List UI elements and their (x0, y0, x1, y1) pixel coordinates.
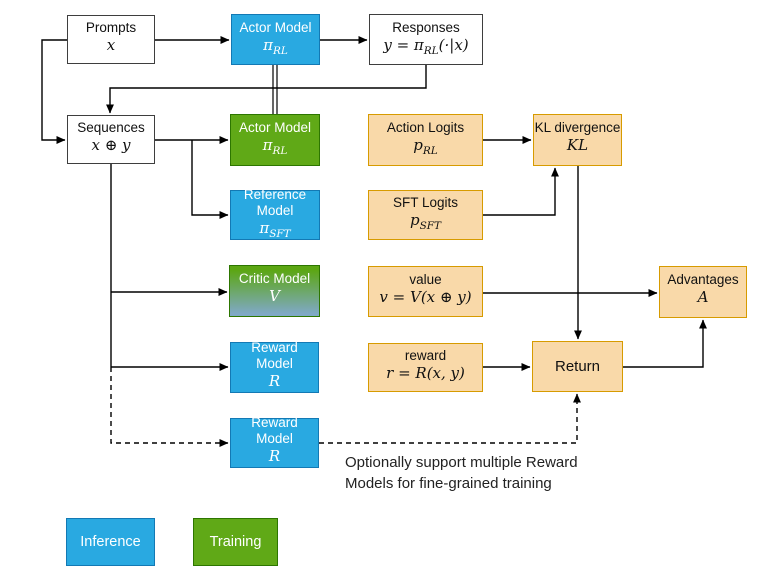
node-label: Actor Model (239, 19, 312, 35)
node-label: Responses (392, 19, 460, 35)
node-kl-divergence: KL divergence KL (533, 114, 622, 166)
node-action-logits: Action Logits pRL (368, 114, 483, 166)
node-reward-model-optional: Reward Model R (230, 415, 319, 468)
node-math: πSFT (259, 219, 291, 240)
node-critic-model: Critic Model V (229, 265, 320, 317)
node-reward: reward r = R(x, y) (368, 343, 483, 392)
node-label: reward (404, 347, 447, 363)
edge-responses-to-sequences (105, 65, 427, 114)
node-label: Reference Model (243, 187, 307, 218)
node-label: Critic Model (238, 271, 311, 286)
node-math: x ⊕ y (91, 135, 131, 154)
node-math: y = πRL(·|x) (383, 35, 469, 57)
annotation-note: Optionally support multiple Reward Model… (345, 454, 578, 492)
node-responses: Responses y = πRL(·|x) (369, 14, 483, 65)
edge-sequences-to-reference (191, 140, 229, 220)
node-label: Prompts (85, 19, 137, 35)
node-reward-model: Reward Model R (230, 339, 319, 393)
node-math: r = R(x, y) (386, 363, 465, 382)
node-math: pSFT (409, 211, 442, 232)
node-math: A (697, 288, 709, 306)
node-label: Sequences (77, 119, 145, 135)
node-prompts: Prompts x (67, 15, 155, 64)
node-math: R (268, 371, 281, 390)
legend-label: Training (209, 534, 262, 550)
node-label: Action Logits (386, 120, 465, 135)
node-math: πRL (262, 136, 288, 157)
edge-prompts-loop-to-sequences (41, 39, 67, 145)
node-math: πRL (263, 35, 288, 57)
node-value: value v = V(x ⊕ y) (368, 266, 483, 317)
node-math: R (268, 447, 281, 465)
legend-training: Training (193, 518, 278, 566)
node-return: Return (532, 341, 623, 392)
node-actor-model-training: Actor Model πRL (230, 114, 320, 166)
node-math: pRL (413, 136, 438, 157)
node-label: Reward Model (251, 415, 298, 446)
node-label: Actor Model (238, 120, 312, 135)
node-sequences: Sequences x ⊕ y (67, 115, 155, 164)
node-label: Return (554, 357, 601, 375)
node-math: V (269, 287, 280, 305)
legend-label: Inference (80, 534, 141, 550)
edge-dashed-to-optional-reward-model (110, 367, 229, 448)
node-advantages: Advantages A (659, 266, 747, 318)
node-sft-logits: SFT Logits pSFT (368, 190, 483, 240)
edge-sft-logits-to-kl (483, 167, 560, 216)
node-actor-model-inference: Actor Model πRL (231, 14, 320, 65)
node-label: KL divergence (534, 120, 621, 135)
edge-dashed-optional-to-return (319, 393, 582, 444)
node-label: SFT Logits (392, 195, 459, 210)
node-label: Advantages (667, 272, 739, 287)
node-label: value (409, 271, 442, 287)
node-label: Reward Model (251, 339, 298, 371)
node-math: KL (566, 136, 589, 154)
legend-inference: Inference (66, 518, 155, 566)
edge-return-to-advantages (623, 319, 708, 368)
node-math: x (106, 35, 116, 54)
node-math: v = V(x ⊕ y) (379, 287, 472, 306)
node-reference-model: Reference Model πSFT (230, 187, 320, 240)
